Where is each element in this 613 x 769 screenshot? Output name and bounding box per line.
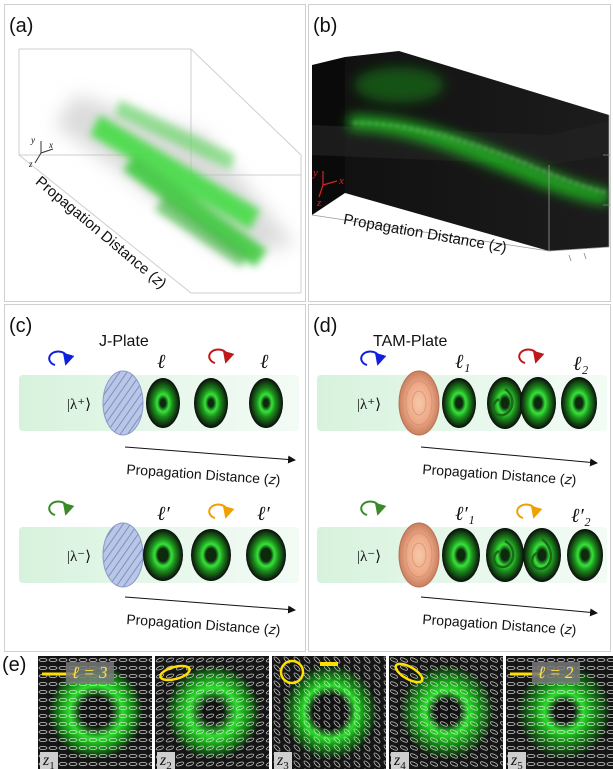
panel-d: (d) TAM-Plate xyxy=(308,304,611,652)
panel-d-top-plate xyxy=(398,370,440,436)
panel-a-label: (a) xyxy=(9,15,34,37)
panel-c: (c) J-Plate xyxy=(4,304,306,652)
tile-z-label: z1 xyxy=(40,751,58,769)
tile-z-label: z2 xyxy=(157,751,175,769)
panel-d-label: (d) xyxy=(313,315,338,337)
panel-d-top-ell-1: ℓ₁ xyxy=(455,351,471,373)
panel-b-axis-z: z xyxy=(317,197,322,209)
panel-d-bottom-state: |λ⁻⟩ xyxy=(357,549,382,565)
panel-b-slice-render xyxy=(311,51,610,262)
panel-d-top-state: |λ⁺⟩ xyxy=(357,397,382,413)
panel-c-bottom-ell-1: ℓ′ xyxy=(157,503,170,525)
panel-c-top-blue-arrow xyxy=(48,350,75,366)
polarization-tile-1: z1 xyxy=(38,656,152,769)
polarization-ellipse-icon xyxy=(159,664,191,682)
panel-a-axis-x: x xyxy=(49,140,53,150)
panel-c-label: (c) xyxy=(9,315,33,337)
polarization-ellipse-icon xyxy=(279,659,305,685)
panel-c-top-ell-2: ℓ xyxy=(260,351,269,373)
panel-c-bottom-plate xyxy=(102,522,144,588)
polarization-tile-2: z2 xyxy=(155,656,269,769)
panel-c-top-red-arrow xyxy=(208,348,235,364)
panel-d-bottom-ell-1: ℓ′₁ xyxy=(455,503,475,525)
panel-e-label: (e) xyxy=(2,654,27,676)
scale-bar xyxy=(320,662,338,666)
panel-c-title: J-Plate xyxy=(99,333,149,350)
panel-c-top-state: |λ⁺⟩ xyxy=(67,397,92,413)
panel-b-axis-y: y xyxy=(313,167,318,179)
polarization-ellipse-icon xyxy=(394,662,424,684)
ell-badge-first: ℓ = 3 xyxy=(66,662,114,684)
panel-b-axis-x: x xyxy=(339,175,344,187)
polarization-tile-5: z5 xyxy=(506,656,613,769)
panel-b: (b) xyxy=(308,4,611,302)
panel-a-axis-z: z xyxy=(29,159,33,169)
panel-c-bottom-ell-2: ℓ′ xyxy=(257,503,270,525)
panel-c-bottom-green-arrow xyxy=(48,500,75,516)
panel-c-bottom-orange-arrow xyxy=(208,503,235,519)
tile-z-label: z3 xyxy=(274,751,292,769)
panel-d-bottom-plate xyxy=(398,522,440,588)
polarization-tile-4: z4 xyxy=(389,656,503,769)
panel-a-volume-render xyxy=(18,48,302,294)
panel-c-diagram xyxy=(19,348,299,614)
panel-b-label: (b) xyxy=(313,15,338,37)
tile-z-label: z4 xyxy=(391,751,409,769)
panel-d-diagram xyxy=(317,348,607,617)
panel-c-top-plate xyxy=(102,370,144,436)
panel-c-top-ell-1: ℓ xyxy=(157,351,166,373)
panel-d-title: TAM-Plate xyxy=(373,333,448,350)
ell-badge-last: ℓ = 2 xyxy=(532,662,580,684)
panel-e: (e) z1 z2 xyxy=(0,654,613,769)
panel-d-bottom-ell-2: ℓ′₂ xyxy=(571,505,591,527)
panel-a: (a) y x z P xyxy=(4,4,306,302)
panel-d-top-ell-2: ℓ₂ xyxy=(573,353,589,375)
panel-c-bottom-state: |λ⁻⟩ xyxy=(67,549,92,565)
polarization-tile-3: z3 xyxy=(272,656,386,769)
tile-z-label: z5 xyxy=(508,751,526,769)
panel-a-axis-y: y xyxy=(31,135,35,145)
